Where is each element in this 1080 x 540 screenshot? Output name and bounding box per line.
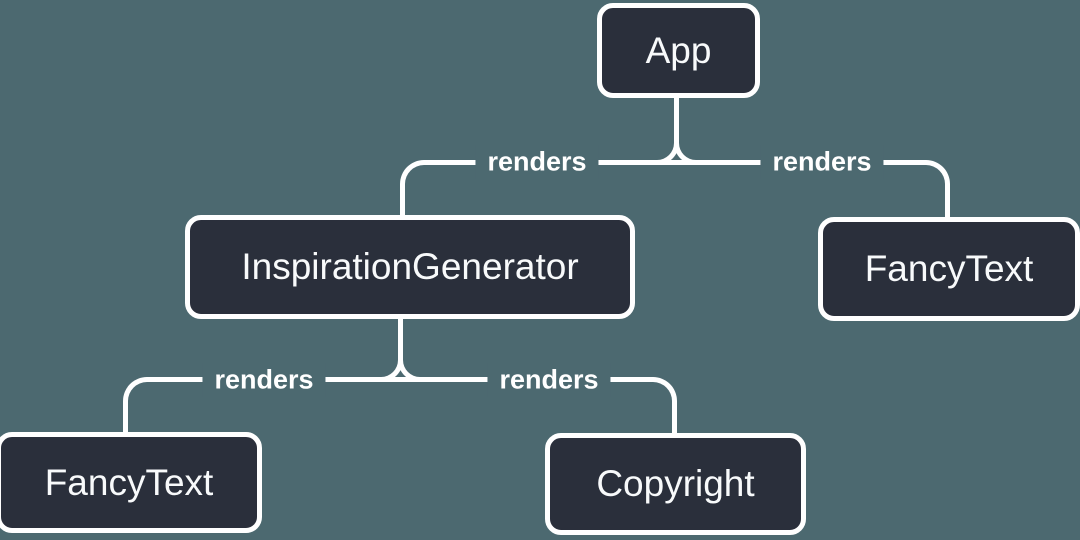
- edge-renders-label: renders: [487, 362, 611, 398]
- edge-elbow: [400, 160, 483, 222]
- node-label: Copyright: [596, 463, 755, 504]
- edge-elbow: [123, 377, 203, 437]
- edge-line: [440, 160, 880, 165]
- edge-stem: [674, 96, 679, 146]
- tree-node-fancy-text-top: FancyText: [818, 217, 1080, 321]
- edge-line: [150, 377, 650, 382]
- tree-node-inspiration-generator: InspirationGenerator: [185, 215, 635, 319]
- node-label: FancyText: [864, 248, 1034, 289]
- tree-node-fancy-text-bottom: FancyText: [0, 432, 262, 533]
- tree-node-app: App: [597, 3, 760, 98]
- edge-renders-label: renders: [475, 144, 599, 180]
- node-label: App: [645, 29, 712, 71]
- node-label: FancyText: [44, 461, 214, 503]
- node-label: InspirationGenerator: [241, 246, 579, 287]
- edge-stem: [398, 312, 403, 364]
- edge-renders-label: renders: [760, 144, 884, 180]
- edge-elbow: [873, 160, 950, 222]
- edge-renders-label: renders: [202, 362, 326, 398]
- edge-elbow: [600, 377, 677, 437]
- tree-node-copyright: Copyright: [545, 433, 806, 535]
